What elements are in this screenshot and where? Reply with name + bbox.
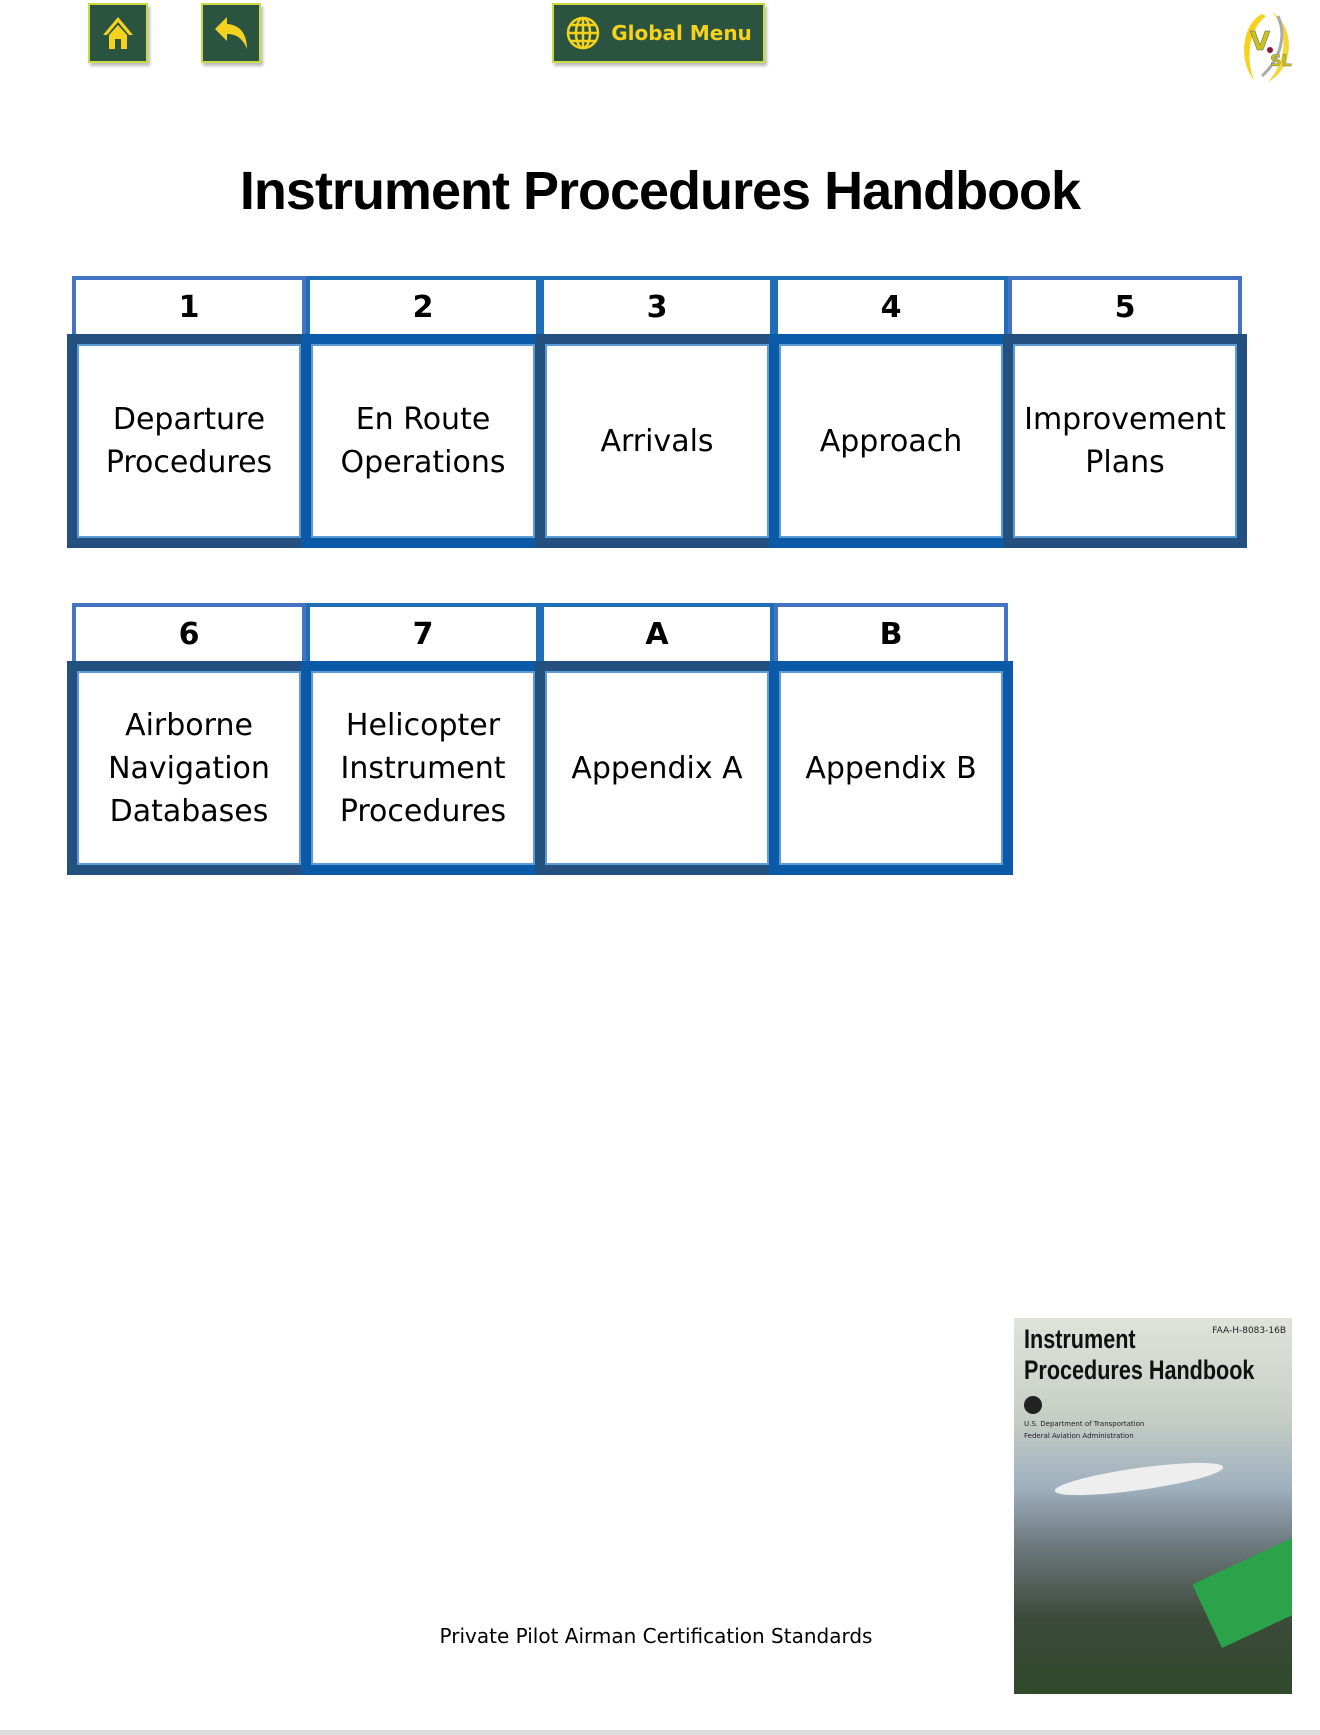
- cover-dept2: Federal Aviation Administration: [1024, 1432, 1134, 1440]
- chapter-link[interactable]: Appendix B: [769, 661, 1013, 875]
- chapter-number-header[interactable]: 6: [72, 603, 306, 661]
- dot-seal-icon: [1024, 1396, 1042, 1414]
- chapter-number-header[interactable]: A: [540, 603, 774, 661]
- footer-text: Private Pilot Airman Certification Stand…: [439, 1624, 873, 1648]
- chapter-link[interactable]: En Route Operations: [301, 334, 545, 548]
- chapter-number-header[interactable]: 2: [306, 276, 540, 334]
- vsl-logo: V SL: [1244, 12, 1292, 82]
- chapter-number-header[interactable]: 4: [774, 276, 1008, 334]
- chapter-number-header[interactable]: 5: [1008, 276, 1242, 334]
- chapter-link[interactable]: Approach: [769, 334, 1013, 548]
- scrollbar-track: [0, 1730, 1320, 1735]
- chapter-number-header[interactable]: 3: [540, 276, 774, 334]
- chapter-link[interactable]: Departure Procedures: [67, 334, 311, 548]
- chart-illustration: [1192, 1538, 1292, 1648]
- back-button[interactable]: [201, 3, 261, 63]
- home-button[interactable]: [88, 3, 148, 63]
- global-menu-button[interactable]: Global Menu: [552, 3, 765, 63]
- airplane-illustration: [1053, 1456, 1225, 1502]
- global-menu-label: Global Menu: [611, 21, 752, 45]
- chapter-link[interactable]: Improvement Plans: [1003, 334, 1247, 548]
- cover-title-line2: Procedures Handbook: [1024, 1355, 1255, 1385]
- chapter-link[interactable]: Appendix A: [535, 661, 779, 875]
- chapter-number-header[interactable]: B: [774, 603, 1008, 661]
- home-icon: [103, 17, 133, 49]
- chapter-link[interactable]: Arrivals: [535, 334, 779, 548]
- chapter-link[interactable]: Helicopter Instrument Procedures: [301, 661, 545, 875]
- cover-dept1: U.S. Department of Transportation: [1024, 1420, 1145, 1428]
- back-arrow-icon: [215, 17, 247, 49]
- chapter-number-header[interactable]: 7: [306, 603, 540, 661]
- cover-title-line1: Instrument: [1024, 1324, 1136, 1354]
- page-title: Instrument Procedures Handbook: [239, 161, 1081, 221]
- chapter-number-header[interactable]: 1: [72, 276, 306, 334]
- globe-icon: [566, 16, 600, 50]
- svg-text:SL: SL: [1270, 51, 1292, 70]
- svg-text:V: V: [1250, 27, 1270, 57]
- cover-code: FAA-H-8083-16B: [1212, 1326, 1286, 1336]
- chapter-link[interactable]: Airborne Navigation Databases: [67, 661, 311, 875]
